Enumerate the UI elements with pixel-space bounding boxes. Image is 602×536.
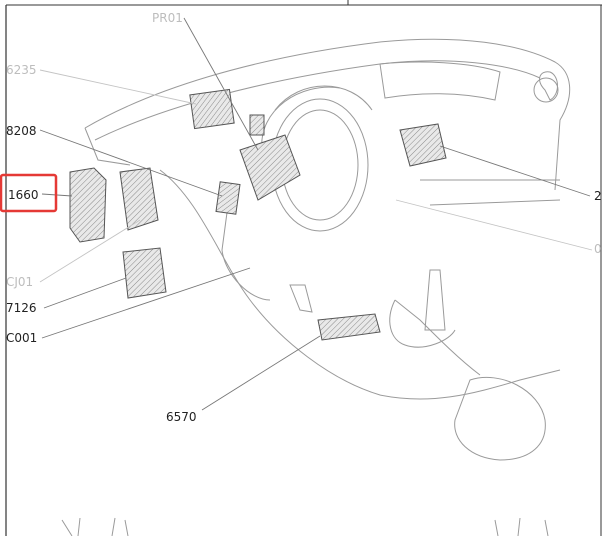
callout-r2: 2 [594,189,602,203]
callout-pr01: PR01 [152,11,183,25]
part-7126 [122,247,167,299]
callout-cj01: CJ01 [6,275,33,289]
callout-c001: C001 [6,331,37,345]
callout-6235: 6235 [6,63,37,77]
dashboard-outline [61,38,571,536]
leader-r2 [439,145,591,197]
callout-6570: 6570 [166,410,197,424]
callout-r0: 0 [594,242,602,256]
callout-8208: 8208 [6,124,37,138]
leader-6235 [39,69,197,105]
leader-7126 [43,277,127,309]
callout-1660: 1660 [8,188,39,202]
leader-c001 [41,267,251,339]
leader-6570 [201,335,321,411]
part-right-module [399,123,447,167]
part-6570 [317,313,381,341]
part-8208 [215,181,241,215]
leader-8208 [39,129,223,197]
callout-7126: 7126 [6,301,37,315]
part-cj01 [119,167,159,231]
part-6235 [189,88,235,130]
leader-cj01 [39,219,141,283]
leader-pr01 [183,17,259,151]
leader-r0 [395,199,593,251]
part-pr01-small [249,114,265,136]
highlight-box-1660 [0,173,58,213]
part-1660 [69,167,107,243]
part-pr01-cluster [239,134,301,201]
